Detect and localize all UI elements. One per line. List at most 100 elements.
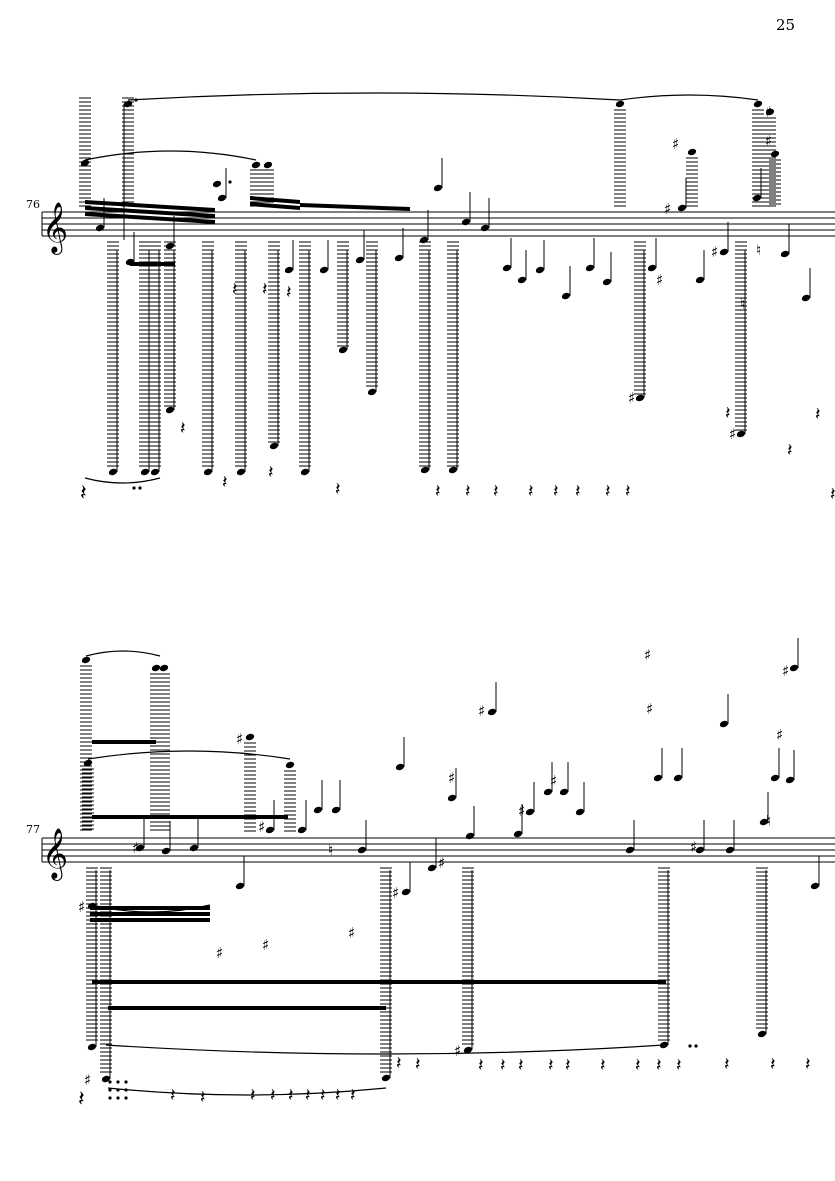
notehead bbox=[753, 100, 763, 108]
rest: 𝄽 bbox=[78, 1087, 85, 1112]
notehead bbox=[759, 818, 769, 826]
beam bbox=[85, 212, 215, 224]
beam bbox=[90, 918, 210, 922]
notehead bbox=[575, 808, 585, 816]
notehead bbox=[81, 656, 91, 664]
sharp-sign: ♯ bbox=[262, 936, 269, 954]
notehead bbox=[394, 254, 404, 262]
notehead bbox=[355, 256, 365, 264]
notehead bbox=[367, 388, 377, 396]
notehead bbox=[725, 846, 735, 854]
rest: 𝄽 bbox=[805, 1054, 811, 1075]
rest: 𝄽 bbox=[518, 1055, 524, 1076]
notehead bbox=[525, 808, 535, 816]
notehead bbox=[212, 180, 222, 188]
beam bbox=[90, 906, 210, 910]
notehead bbox=[125, 258, 135, 266]
notehead bbox=[615, 100, 625, 108]
notehead bbox=[801, 294, 811, 302]
rest: 𝄽 bbox=[200, 1087, 206, 1108]
notehead bbox=[487, 708, 497, 716]
notehead bbox=[108, 468, 118, 476]
notehead bbox=[251, 161, 261, 169]
rest: 𝄽 bbox=[170, 1085, 176, 1106]
sharp-sign: ♯ bbox=[518, 802, 525, 820]
notehead bbox=[789, 664, 799, 672]
notehead bbox=[401, 888, 411, 896]
sharp-sign: ♯ bbox=[78, 898, 85, 916]
slur bbox=[85, 650, 161, 657]
sharp-sign: ♯ bbox=[656, 271, 663, 289]
notehead bbox=[95, 224, 105, 232]
dot bbox=[138, 486, 142, 490]
rest: 𝄽 bbox=[830, 484, 835, 505]
notehead bbox=[150, 468, 160, 476]
dot bbox=[116, 1088, 120, 1092]
beam bbox=[130, 262, 175, 266]
notehead bbox=[313, 806, 323, 814]
natural-sign: ♮ bbox=[766, 812, 771, 830]
notehead bbox=[448, 466, 458, 474]
dot bbox=[228, 180, 232, 184]
notehead bbox=[463, 1046, 473, 1054]
rest: 𝄽 bbox=[305, 1085, 311, 1106]
notehead bbox=[300, 468, 310, 476]
notehead bbox=[559, 788, 569, 796]
notehead bbox=[765, 108, 775, 116]
sharp-sign: ♯ bbox=[782, 662, 789, 680]
rest: 𝄽 bbox=[268, 462, 274, 483]
notehead bbox=[217, 194, 227, 202]
rest: 𝄽 bbox=[350, 1085, 356, 1106]
sharp-sign: ♯ bbox=[729, 425, 736, 443]
rest: 𝄽 bbox=[250, 1085, 256, 1106]
measure-number-77: 77 bbox=[26, 823, 40, 836]
rest: 𝄽 bbox=[635, 1055, 641, 1076]
sharp-sign: ♯ bbox=[438, 854, 445, 872]
notehead bbox=[602, 278, 612, 286]
notehead bbox=[736, 430, 746, 438]
dot bbox=[134, 98, 138, 102]
rest: 𝄽 bbox=[286, 282, 292, 303]
notehead bbox=[647, 264, 657, 272]
notehead bbox=[189, 844, 199, 852]
rest: 𝄽 bbox=[500, 1055, 506, 1076]
sharp-sign: ♯ bbox=[454, 1042, 461, 1060]
rest: 𝄽 bbox=[553, 481, 559, 502]
rest: 𝄽 bbox=[656, 1055, 662, 1076]
beam bbox=[250, 196, 300, 204]
rest: 𝄽 bbox=[320, 1085, 326, 1106]
sharp-sign: ♯ bbox=[765, 103, 772, 121]
treble-clef: 𝄞 bbox=[42, 202, 68, 255]
rest: 𝄽 bbox=[575, 481, 581, 502]
sharp-sign: ♯ bbox=[765, 132, 772, 150]
sharp-sign: ♯ bbox=[448, 769, 455, 787]
notehead bbox=[673, 774, 683, 782]
notehead bbox=[447, 794, 457, 802]
rest: 𝄽 bbox=[478, 1055, 484, 1076]
rest: 𝄽 bbox=[676, 1055, 682, 1076]
notehead bbox=[513, 830, 523, 838]
rest: 𝄽 bbox=[232, 279, 238, 300]
dot bbox=[688, 1044, 692, 1048]
sharp-sign: ♯ bbox=[132, 839, 139, 857]
notehead bbox=[427, 864, 437, 872]
notehead bbox=[80, 159, 90, 167]
notehead bbox=[151, 664, 161, 672]
rest: 𝄽 bbox=[415, 1054, 421, 1075]
notehead bbox=[810, 882, 820, 890]
rest: 𝄽 bbox=[262, 279, 268, 300]
sharp-sign: ♯ bbox=[628, 389, 635, 407]
dot bbox=[108, 1088, 112, 1092]
notehead bbox=[235, 882, 245, 890]
rest: 𝄽 bbox=[180, 418, 186, 439]
rest: 𝄽 bbox=[605, 481, 611, 502]
notehead bbox=[381, 1074, 391, 1082]
page-number: 25 bbox=[776, 16, 796, 34]
notehead bbox=[625, 846, 635, 854]
notehead bbox=[687, 148, 697, 156]
dot bbox=[124, 1080, 128, 1084]
notehead bbox=[319, 266, 329, 274]
notehead bbox=[284, 266, 294, 274]
slur bbox=[127, 92, 621, 101]
